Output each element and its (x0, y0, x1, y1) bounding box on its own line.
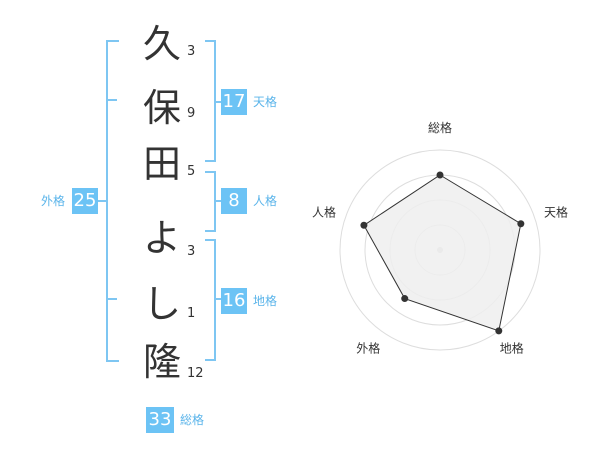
radar-axis-label: 外格 (356, 341, 380, 356)
radar-axis-label: 地格 (500, 341, 524, 356)
radar-value-point (401, 295, 409, 303)
radar-axis-label: 天格 (544, 204, 568, 219)
stroke-count: 3 (187, 44, 196, 59)
radar-value-point (495, 327, 503, 335)
chikaku-label: 地格 (253, 294, 278, 308)
jinkaku-value-badge: 8 (221, 188, 247, 214)
tenkaku-value-badge: 17 (221, 89, 247, 115)
stroke-count: 3 (187, 244, 196, 259)
radar-value-point (436, 171, 444, 179)
chikaku-bracket (205, 239, 216, 361)
radar-value-polygon (363, 174, 522, 332)
radar-axis-label: 総格 (428, 120, 452, 135)
tenkaku-label: 天格 (253, 95, 278, 109)
stroke-count: 9 (187, 106, 196, 121)
gaikaku-value-badge: 25 (72, 188, 98, 214)
stroke-count: 12 (187, 366, 204, 381)
bracket-connector (98, 200, 106, 202)
stroke-count: 1 (187, 306, 196, 321)
gaikaku-bracket (106, 40, 119, 362)
bracket-connector (215, 101, 221, 103)
bracket-connector (215, 200, 221, 202)
radar-value-point (517, 220, 525, 228)
bracket-tick (106, 298, 117, 300)
radar-axis-label: 人格 (312, 204, 336, 219)
name-char: よ (142, 216, 181, 260)
name-char: 隆 (142, 340, 181, 384)
soukaku-label: 総格 (180, 413, 205, 427)
name-char: 保 (142, 86, 181, 130)
gaikaku-label: 外格 (41, 194, 66, 208)
bracket-connector (215, 298, 221, 300)
radar-value-point (360, 221, 368, 229)
name-char: 久 (142, 22, 181, 66)
chikaku-value-badge: 16 (221, 288, 247, 314)
name-char: し (142, 282, 181, 326)
soukaku-value-badge: 33 (146, 407, 174, 433)
jinkaku-label: 人格 (253, 194, 278, 208)
stroke-count: 5 (187, 164, 196, 179)
name-char: 田 (142, 142, 181, 186)
bracket-tick (106, 99, 117, 101)
